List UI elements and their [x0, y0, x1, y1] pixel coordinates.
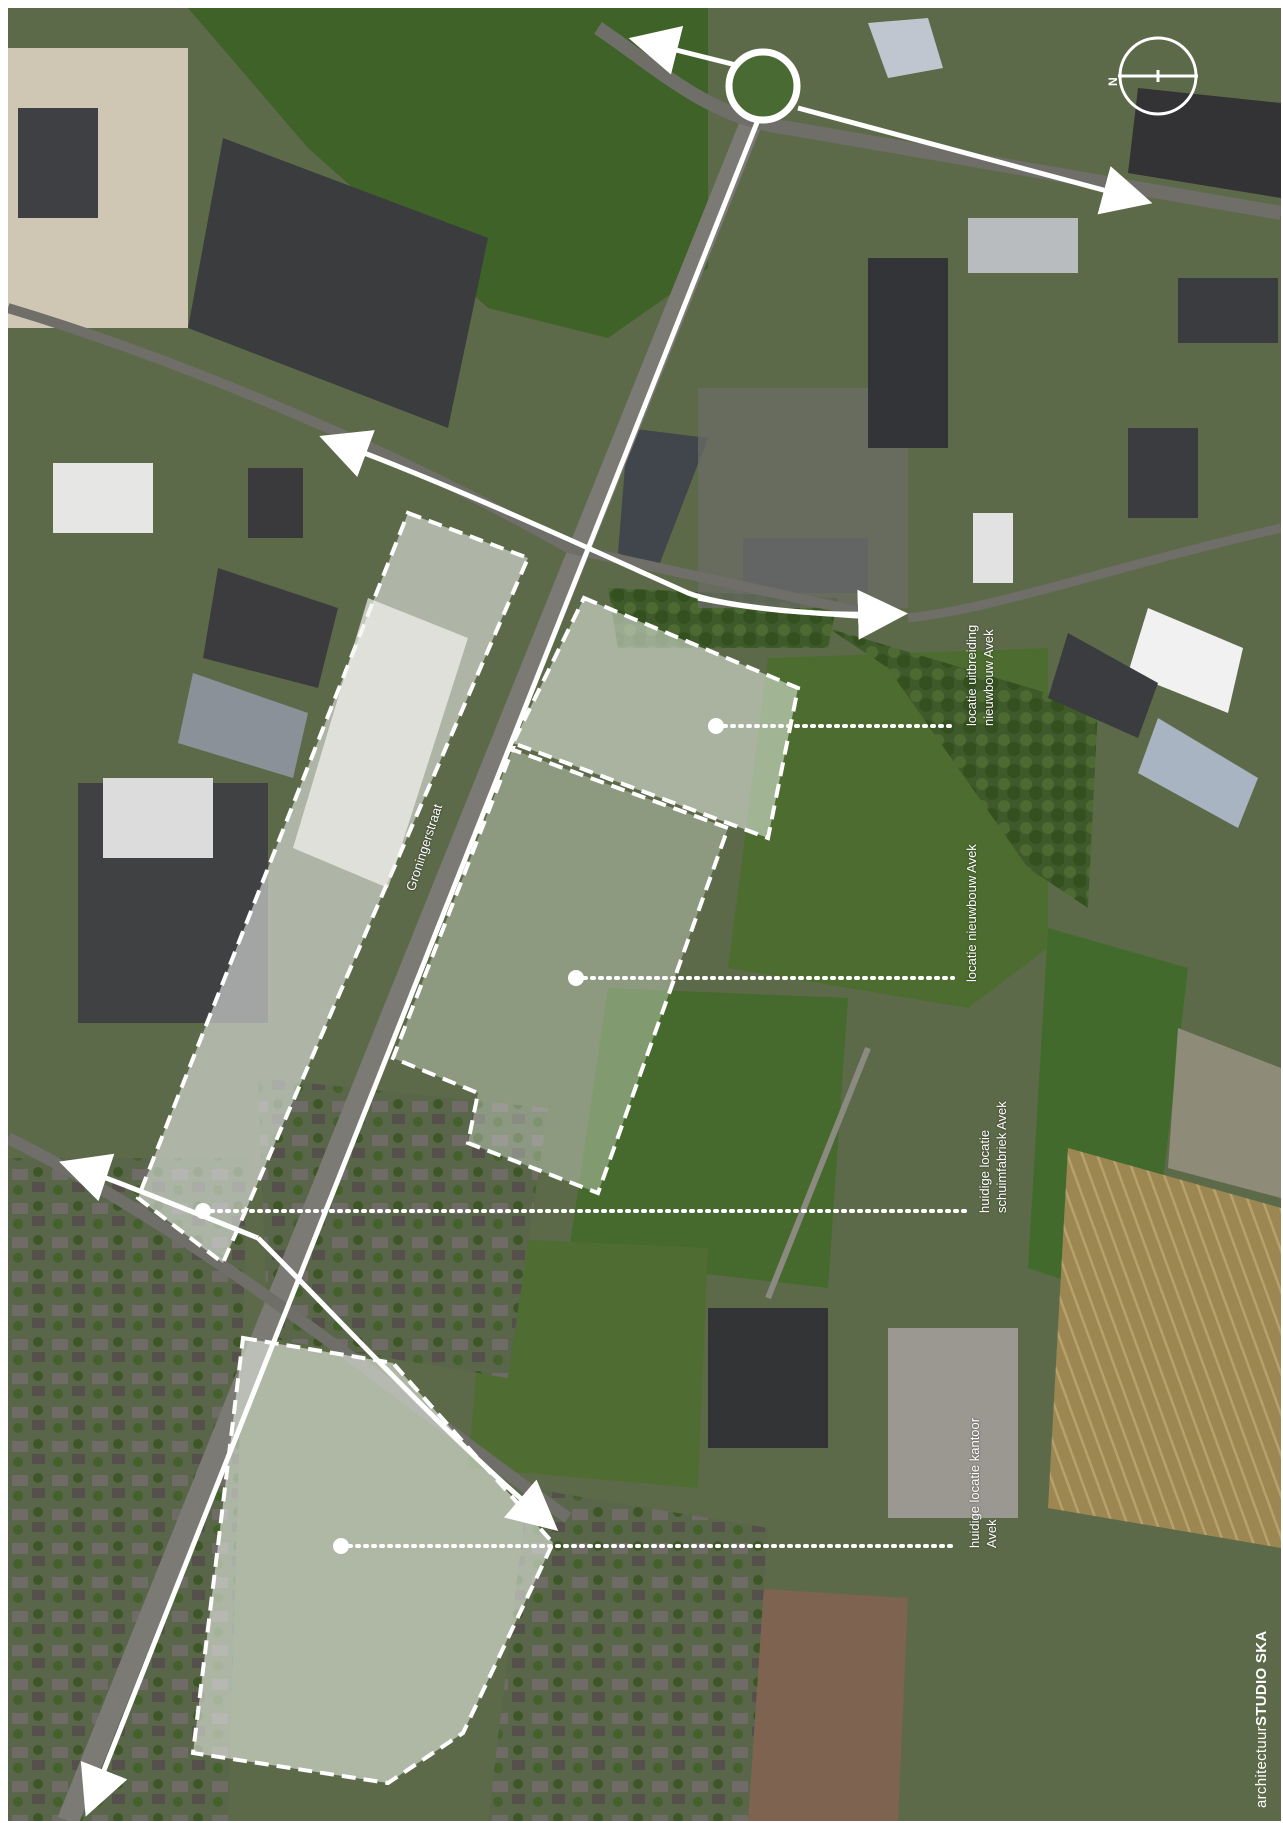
- farm-plot-1: [1048, 1148, 1281, 1548]
- arrow-north-west: [628, 26, 749, 75]
- label-schuimfabriek-line-1: huidige locatie: [977, 1129, 992, 1213]
- credit-name: STUDIO SKA: [1253, 1630, 1270, 1727]
- leader-lines: [201, 724, 970, 1548]
- credit-label: architectuurSTUDIO SKA: [1253, 1631, 1270, 1809]
- tree-belt: [828, 628, 1098, 908]
- leader-dots: [195, 718, 724, 1554]
- building-e-4: [968, 218, 1078, 273]
- road-west: [8, 303, 890, 623]
- label-kantoor-line-2: Avek: [984, 1519, 999, 1548]
- building-e-1: [618, 428, 708, 568]
- field-south: [468, 1238, 708, 1488]
- north-label: N: [1106, 77, 1120, 86]
- label-uitbreiding-line-2: nieuwbouw Avek: [981, 629, 996, 726]
- label-schuimfabriek: huidige locatie schuimfabriek Avek: [976, 1101, 1010, 1213]
- building-e-6: [1128, 608, 1243, 713]
- building-w-2: [203, 568, 338, 688]
- building-w-3: [178, 673, 308, 778]
- arrow-east: [797, 105, 1153, 215]
- map-canvas: [8, 8, 1281, 1821]
- north-arrow-icon: [1118, 36, 1198, 116]
- sports-hall: [708, 1308, 828, 1448]
- field-sportpark: [568, 988, 848, 1288]
- roundabout-icon: [725, 48, 801, 124]
- plot-kantoor: [190, 1335, 556, 1786]
- building-e-5: [973, 513, 1013, 583]
- road-ring: [594, 22, 1281, 220]
- building-w-5: [103, 778, 213, 858]
- building-w-1: [53, 463, 153, 533]
- building-ne-3: [1128, 428, 1198, 518]
- plot-nieuwbouw: [390, 746, 731, 1196]
- road-groningerstraat: [57, 88, 774, 1821]
- farm-plot-2: [1168, 1028, 1281, 1198]
- road-sport: [765, 1046, 871, 1300]
- label-kantoor-line-1: huidige locatie kantoor: [967, 1417, 982, 1548]
- field-north: [188, 8, 708, 338]
- factory-roof: [293, 598, 468, 888]
- building-nw-1: [18, 108, 98, 218]
- building-n-1: [868, 18, 943, 78]
- label-uitbreiding-line-1: locatie uitbreiding: [964, 624, 979, 726]
- residential-west: [8, 1158, 248, 1821]
- residential-south: [488, 1488, 768, 1821]
- building-e-7: [1048, 633, 1158, 738]
- aerial-map: Groningerstraat N locatie uitbreiding ni…: [8, 8, 1281, 1821]
- arrow-main-south: [80, 119, 761, 1817]
- building-ne-2: [1178, 278, 1278, 343]
- label-nieuwbouw: locatie nieuwbouw Avek: [963, 844, 980, 982]
- building-e-8: [1138, 718, 1258, 828]
- arrow-south-road: [59, 1153, 559, 1532]
- building-w-6: [248, 468, 303, 538]
- warehouse-large: [188, 138, 488, 428]
- arrow-cross-road: [319, 430, 908, 640]
- parking-lot: [888, 1328, 1018, 1518]
- plot-uitbreiding: [510, 595, 801, 841]
- road-east: [907, 523, 1281, 623]
- label-schuimfabriek-line-2: schuimfabriek Avek: [994, 1101, 1009, 1213]
- credit-prefix: architectuur: [1253, 1726, 1270, 1808]
- label-uitbreiding: locatie uitbreiding nieuwbouw Avek: [963, 625, 997, 726]
- building-e-3: [868, 258, 948, 448]
- building-ne-1: [1128, 88, 1281, 198]
- label-kantoor: huidige locatie kantoor Avek: [966, 1418, 1000, 1548]
- label-nieuwbouw-line-1: locatie nieuwbouw Avek: [964, 844, 979, 982]
- farm-plot-3: [738, 1588, 908, 1821]
